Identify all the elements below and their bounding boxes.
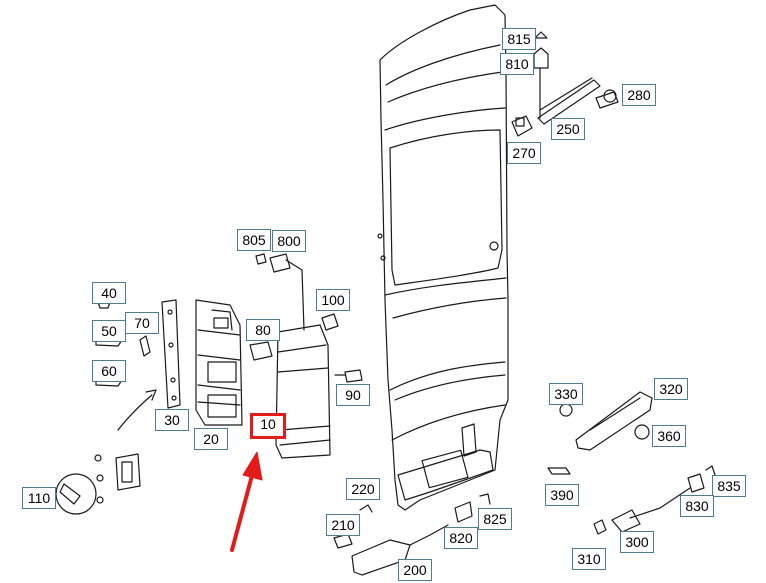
callout-360[interactable]: 360 — [652, 425, 686, 447]
callout-50[interactable]: 50 — [92, 320, 126, 342]
callout-830[interactable]: 830 — [680, 495, 714, 517]
lamp-bracket — [161, 299, 181, 409]
callout-220[interactable]: 220 — [346, 478, 380, 500]
highlight-arrow — [230, 451, 263, 552]
callout-310[interactable]: 310 — [572, 548, 606, 570]
callout-820[interactable]: 820 — [444, 527, 478, 549]
callout-10[interactable]: 10 — [250, 413, 286, 439]
callout-390[interactable]: 390 — [545, 484, 579, 506]
upper-handle-assembly — [511, 31, 619, 137]
callout-30[interactable]: 30 — [155, 409, 189, 431]
callout-200[interactable]: 200 — [398, 559, 432, 581]
rear-door-panel — [377, 4, 509, 511]
callout-805[interactable]: 805 — [237, 229, 271, 251]
callout-250[interactable]: 250 — [551, 118, 585, 140]
callout-825[interactable]: 825 — [478, 508, 512, 530]
callout-280[interactable]: 280 — [622, 84, 656, 106]
callout-100[interactable]: 100 — [316, 289, 350, 311]
small-fixings — [249, 253, 363, 383]
callout-330[interactable]: 330 — [549, 383, 583, 405]
callout-20[interactable]: 20 — [194, 428, 228, 450]
callout-40[interactable]: 40 — [92, 282, 126, 304]
callout-60[interactable]: 60 — [92, 360, 126, 382]
tail-light-left — [195, 299, 243, 426]
tail-light-right — [275, 324, 331, 459]
callout-110[interactable]: 110 — [22, 487, 56, 509]
callout-90[interactable]: 90 — [336, 384, 370, 406]
callout-210[interactable]: 210 — [326, 514, 360, 536]
callout-80[interactable]: 80 — [246, 319, 280, 341]
callout-815[interactable]: 815 — [502, 28, 536, 50]
callout-270[interactable]: 270 — [507, 142, 541, 164]
callout-810[interactable]: 810 — [500, 53, 534, 75]
callout-800[interactable]: 800 — [272, 230, 306, 252]
callout-70[interactable]: 70 — [125, 312, 159, 334]
callout-320[interactable]: 320 — [654, 378, 688, 400]
callout-835[interactable]: 835 — [712, 475, 746, 497]
callout-300[interactable]: 300 — [620, 531, 654, 553]
screw-set — [55, 389, 157, 515]
